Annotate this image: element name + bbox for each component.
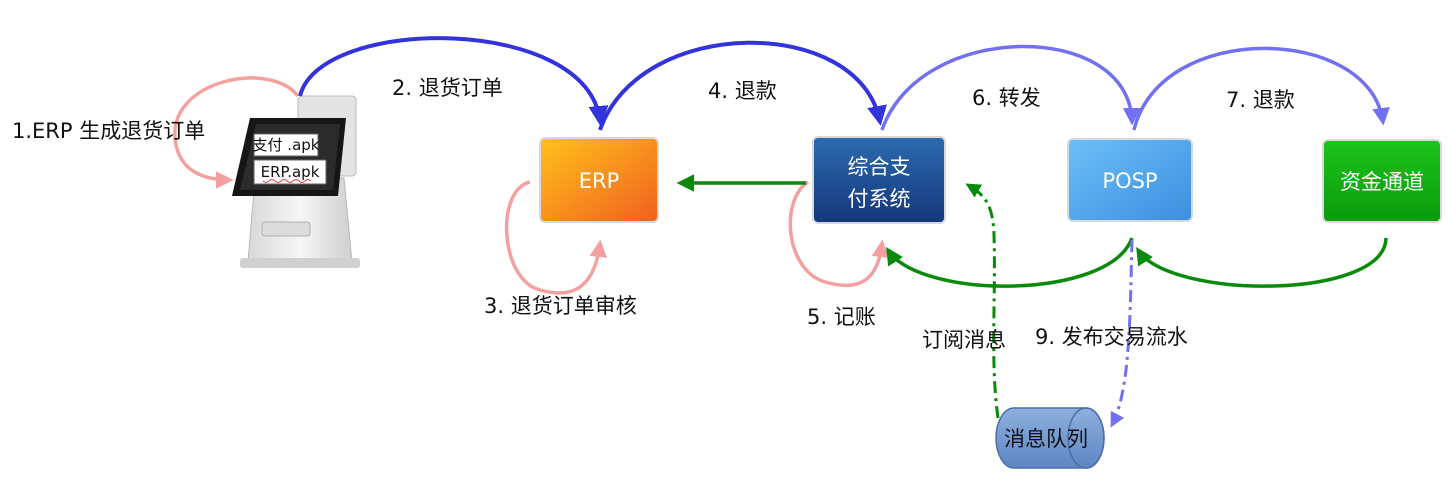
node-posp: POSP bbox=[1067, 138, 1193, 222]
node-payment-label-line2: 付系统 bbox=[848, 187, 911, 211]
arrow-step2 bbox=[298, 36, 609, 126]
node-fund-channel-label: 资金通道 bbox=[1340, 170, 1424, 194]
label-step2: 2. 退货订单 bbox=[392, 76, 503, 100]
label-step9: 9. 发布交易流水 bbox=[1035, 325, 1188, 349]
arrow-step5-self-loop bbox=[788, 180, 890, 288]
node-message-queue: 消息队列 bbox=[995, 407, 1105, 469]
arrow-step6 bbox=[880, 44, 1141, 131]
label-step6: 6. 转发 bbox=[972, 86, 1041, 110]
label-step3: 3. 退货订单审核 bbox=[484, 294, 637, 318]
arrow-step3-self-loop bbox=[504, 180, 608, 295]
label-step4: 4. 退款 bbox=[708, 79, 777, 103]
label-step7: 7. 退款 bbox=[1226, 88, 1295, 112]
node-message-queue-label: 消息队列 bbox=[1004, 427, 1088, 451]
node-payment-label-line1: 综合支 bbox=[848, 155, 911, 179]
node-posp-label: POSP bbox=[1102, 169, 1157, 193]
label-subscribe: 订阅消息 bbox=[922, 328, 1006, 352]
apk-erp-text: ERP.apk bbox=[261, 163, 320, 181]
apk-label-pay bbox=[253, 133, 319, 157]
arrow-step4 bbox=[598, 40, 887, 131]
arrow-step7 bbox=[1132, 46, 1390, 131]
apk-pay-text: 支付 .apk bbox=[253, 136, 320, 154]
node-erp: ERP bbox=[539, 137, 659, 223]
arrow-step1-self-loop bbox=[173, 76, 300, 189]
node-payment-system: 综合支 付系统 bbox=[812, 136, 946, 224]
label-step5: 5. 记账 bbox=[807, 305, 876, 329]
apk-label-erp bbox=[253, 159, 327, 185]
node-fund-channel: 资金通道 bbox=[1322, 139, 1442, 223]
node-erp-label: ERP bbox=[579, 169, 620, 193]
label-step1: 1.ERP 生成退货订单 bbox=[12, 119, 205, 143]
arrow-return-to-payment bbox=[886, 237, 1134, 288]
arrow-subscribe-message bbox=[965, 183, 1000, 419]
arrow-step9-publish bbox=[1110, 239, 1134, 428]
spellcheck-underline bbox=[262, 179, 312, 183]
arrow-return-to-posp bbox=[1136, 237, 1388, 288]
pos-terminal: 支付 .apk ERP.apk bbox=[232, 95, 360, 268]
